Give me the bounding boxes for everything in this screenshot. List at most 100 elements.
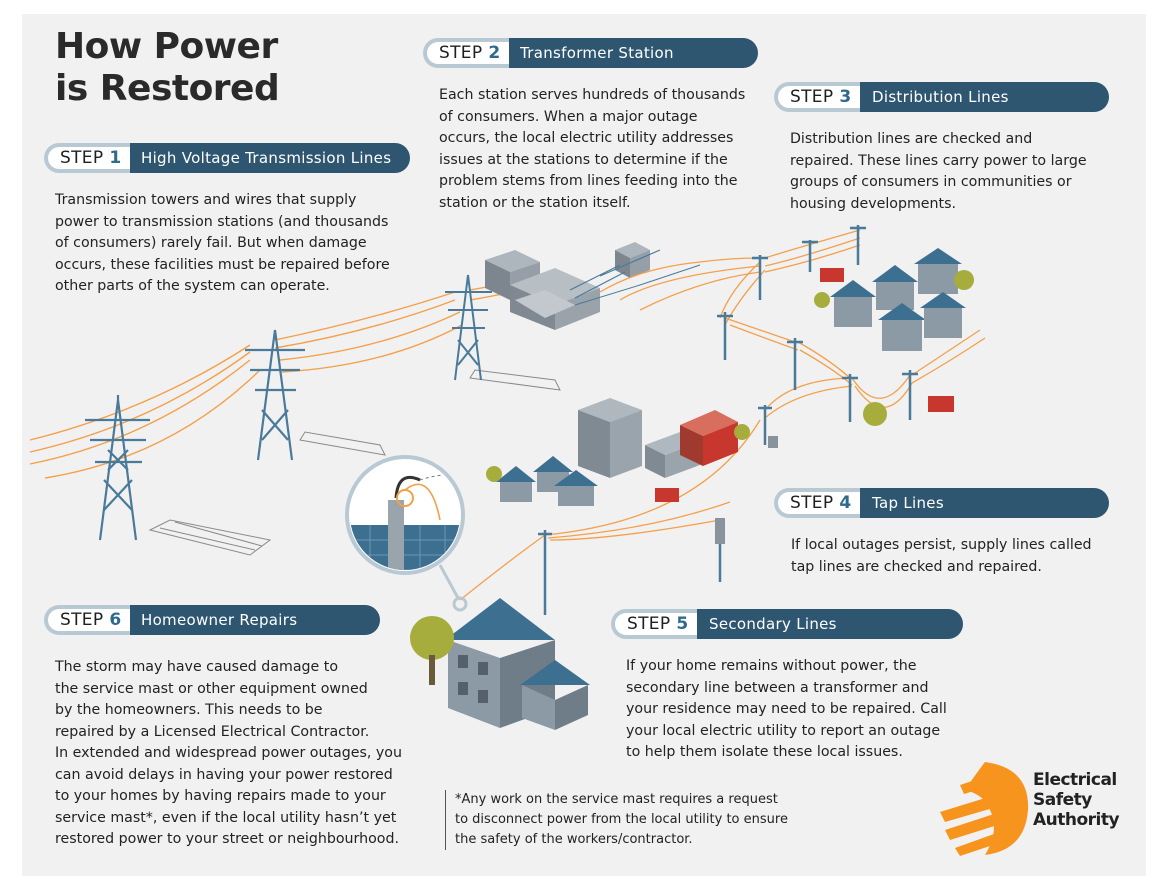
text-line: power to transmission stations (and thou…: [55, 213, 389, 230]
text-line: If your home remains without power, the: [626, 658, 917, 674]
title-line: How Power: [55, 26, 278, 67]
step-label: STEP 6: [44, 605, 130, 635]
text-line: other parts of the system can operate.: [55, 278, 330, 294]
step-3-header: STEP 3 Distribution Lines: [774, 82, 1109, 112]
step-label: STEP 5: [611, 609, 697, 639]
transmission-tower-icon: [245, 329, 305, 461]
step-word: STEP: [790, 87, 834, 107]
transformer-icon: [715, 518, 725, 544]
text-line: housing developments.: [790, 195, 956, 212]
text-line: The storm may have caused damage to: [55, 659, 339, 675]
logo-line: Electrical: [1033, 770, 1117, 790]
service-mast-closeup-icon: [345, 455, 468, 612]
step-2-header: STEP 2 Transformer Station: [423, 38, 758, 68]
step-word: STEP: [627, 614, 671, 634]
step-label: STEP 4: [774, 488, 860, 518]
text-line: the service mast or other equipment owne…: [55, 680, 368, 697]
step-bar: [691, 609, 963, 639]
tree-icon: [486, 270, 974, 482]
transmission-tower-icon: [85, 395, 150, 541]
esa-logo-icon: [940, 762, 1029, 856]
step-bar: [854, 488, 1109, 518]
step-bar: [854, 82, 1109, 112]
text-line: of consumers. When a major outage: [439, 108, 698, 125]
step-number: 4: [839, 493, 852, 513]
text-line: If local outages persist, supply lines c…: [791, 537, 1092, 553]
step-number: 6: [109, 610, 122, 630]
step-number: 3: [839, 87, 852, 107]
step-5-description: If your home remains without power, the …: [626, 656, 971, 764]
step-title: Tap Lines: [872, 494, 944, 512]
step-5-header: STEP 5 Secondary Lines: [611, 609, 963, 639]
footnote-line: *Any work on the service mast requires a…: [455, 792, 778, 807]
text-line: your local electric utility to report an…: [626, 722, 941, 739]
step-2-description: Each station serves hundreds of thousand…: [439, 85, 769, 214]
text-line: your residence may need to be repaired. …: [626, 701, 947, 717]
step-number: 5: [676, 614, 689, 634]
text-line: station or the station itself.: [439, 194, 631, 211]
transformer-icon: [768, 436, 778, 448]
text-line: repaired. These lines carry power to lar…: [790, 152, 1087, 169]
step-bar: [503, 38, 758, 68]
step-label: STEP 3: [774, 82, 860, 112]
text-line: of consumers) rarely fail. But when dama…: [55, 235, 367, 251]
step-label: STEP 2: [423, 38, 509, 68]
house-icon: [496, 456, 598, 506]
text-line: by the homeowners. This needs to be: [55, 702, 323, 718]
text-line: In extended and widespread power outages…: [55, 745, 402, 761]
text-line: can avoid delays in having your power re…: [55, 766, 393, 783]
step-6-description: The storm may have caused damage to the …: [55, 657, 435, 851]
home-icon: [410, 598, 590, 730]
office-building-icon: [578, 398, 738, 478]
step-title: High Voltage Transmission Lines: [141, 149, 392, 167]
step-3-description: Distribution lines are checked and repai…: [790, 129, 1130, 215]
step-bar: [124, 605, 380, 635]
text-line: to your homes by having repairs made to …: [55, 788, 386, 804]
step-word: STEP: [439, 43, 483, 63]
text-line: occurs, the local electric utility addre…: [439, 130, 734, 146]
step-title: Distribution Lines: [872, 88, 1009, 106]
transformer-station-icon: [485, 242, 701, 330]
text-line: secondary line between a transformer and: [626, 679, 929, 696]
step-number: 1: [109, 148, 122, 168]
esa-logo-text: Electrical Safety Authority: [1033, 770, 1120, 830]
text-line: Transmission towers and wires that suppl…: [55, 192, 357, 208]
utility-truck-icon: [655, 268, 954, 502]
footnote-line: to disconnect power from the local utili…: [455, 812, 788, 827]
text-line: groups of consumers in communities or: [790, 174, 1072, 190]
step-number: 2: [488, 43, 501, 63]
text-line: service mast*, even if the local utility…: [55, 809, 397, 826]
page-title: How Power is Restored: [55, 26, 280, 110]
step-4-header: STEP 4 Tap Lines: [774, 488, 1109, 518]
text-line: problem stems from lines feeding into th…: [439, 173, 738, 189]
step-1-description: Transmission towers and wires that suppl…: [55, 190, 425, 298]
text-line: Each station serves hundreds of thousand…: [439, 87, 746, 103]
step-word: STEP: [790, 493, 834, 513]
house-icon: [830, 248, 966, 351]
step-4-description: If local outages persist, supply lines c…: [791, 535, 1131, 578]
text-line: to help them isolate these local issues.: [626, 744, 903, 760]
logo-line: Safety: [1033, 790, 1092, 810]
step-word: STEP: [60, 610, 104, 630]
transmission-tower-icon: [445, 274, 492, 381]
text-line: Distribution lines are checked and: [790, 131, 1033, 147]
step-label: STEP 1: [44, 143, 130, 173]
fallen-tower-icon: [148, 369, 561, 556]
step-bar: [124, 143, 410, 173]
text-line: issues at the stations to determine if t…: [439, 151, 728, 168]
footnote: *Any work on the service mast requires a…: [445, 790, 845, 850]
text-line: repaired by a Licensed Electrical Contra…: [55, 723, 370, 740]
text-line: restored power to your street or neighbo…: [55, 831, 399, 847]
step-6-header: STEP 6 Homeowner Repairs: [44, 605, 380, 635]
utility-pole-icon: [538, 225, 918, 615]
footnote-line: the safety of the workers/contractor.: [455, 832, 693, 847]
text-line: occurs, these facilities must be repaire…: [55, 256, 390, 273]
step-title: Homeowner Repairs: [141, 611, 298, 629]
transmission-wires: [29, 279, 521, 479]
step-1-header: STEP 1 High Voltage Transmission Lines: [44, 143, 410, 173]
logo-line: Authority: [1033, 810, 1120, 830]
text-line: tap lines are checked and repaired.: [791, 558, 1042, 575]
step-title: Secondary Lines: [709, 615, 837, 633]
step-title: Transformer Station: [520, 44, 674, 62]
